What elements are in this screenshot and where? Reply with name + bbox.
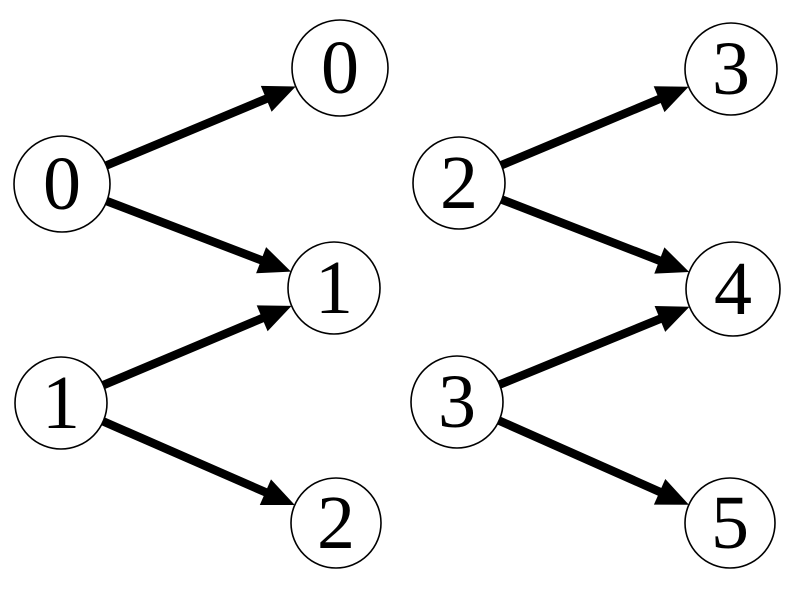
graph-node-circle xyxy=(290,477,382,569)
graph-node-label: 3 xyxy=(438,360,476,444)
edge-arrowhead-icon xyxy=(654,247,690,274)
edge-arrowhead-icon xyxy=(653,86,689,113)
edge-line xyxy=(105,197,266,266)
edge-line xyxy=(101,313,267,390)
right-graph-nodes: 2 3 3 4 5 xyxy=(410,22,781,569)
graph-node-circle xyxy=(410,355,504,449)
graph-node-label: 4 xyxy=(714,247,752,331)
edge-arrowhead-icon xyxy=(653,479,689,505)
edge-line xyxy=(499,94,664,170)
edge-line xyxy=(497,416,665,497)
edge-line xyxy=(497,313,665,389)
right-graph-edges xyxy=(497,86,690,505)
edge-arrowhead-icon xyxy=(260,85,296,112)
graph-node-label: 2 xyxy=(440,141,478,225)
graph-node-circle xyxy=(13,135,111,233)
graph-node-circle xyxy=(291,19,389,117)
edge-line xyxy=(101,417,270,498)
left-graph-edges xyxy=(101,85,296,505)
edge-arrowhead-icon xyxy=(256,305,292,332)
graph-node-label: 5 xyxy=(711,481,749,565)
graph-node-label: 0 xyxy=(43,142,81,226)
edge-arrowhead-icon xyxy=(654,306,690,332)
edge-arrowhead-icon xyxy=(256,247,291,274)
graph-node-label: 1 xyxy=(42,361,80,445)
edge-line xyxy=(104,93,271,170)
graph-node-circle xyxy=(412,136,506,230)
graph-node-circle xyxy=(684,477,776,569)
graph-node-circle xyxy=(287,241,381,335)
graph-node-label: 0 xyxy=(321,26,359,110)
left-graph-nodes: 0 1 0 1 2 xyxy=(13,19,389,569)
graph-node-circle xyxy=(684,22,778,116)
edge-arrowhead-icon xyxy=(259,479,295,505)
graph-node-label: 1 xyxy=(315,246,353,330)
edge-line xyxy=(500,195,664,266)
graph-node-label: 3 xyxy=(712,27,750,111)
graph-node-circle xyxy=(685,241,781,337)
graph-node-circle xyxy=(14,356,108,450)
graph-node-label: 2 xyxy=(317,481,355,565)
